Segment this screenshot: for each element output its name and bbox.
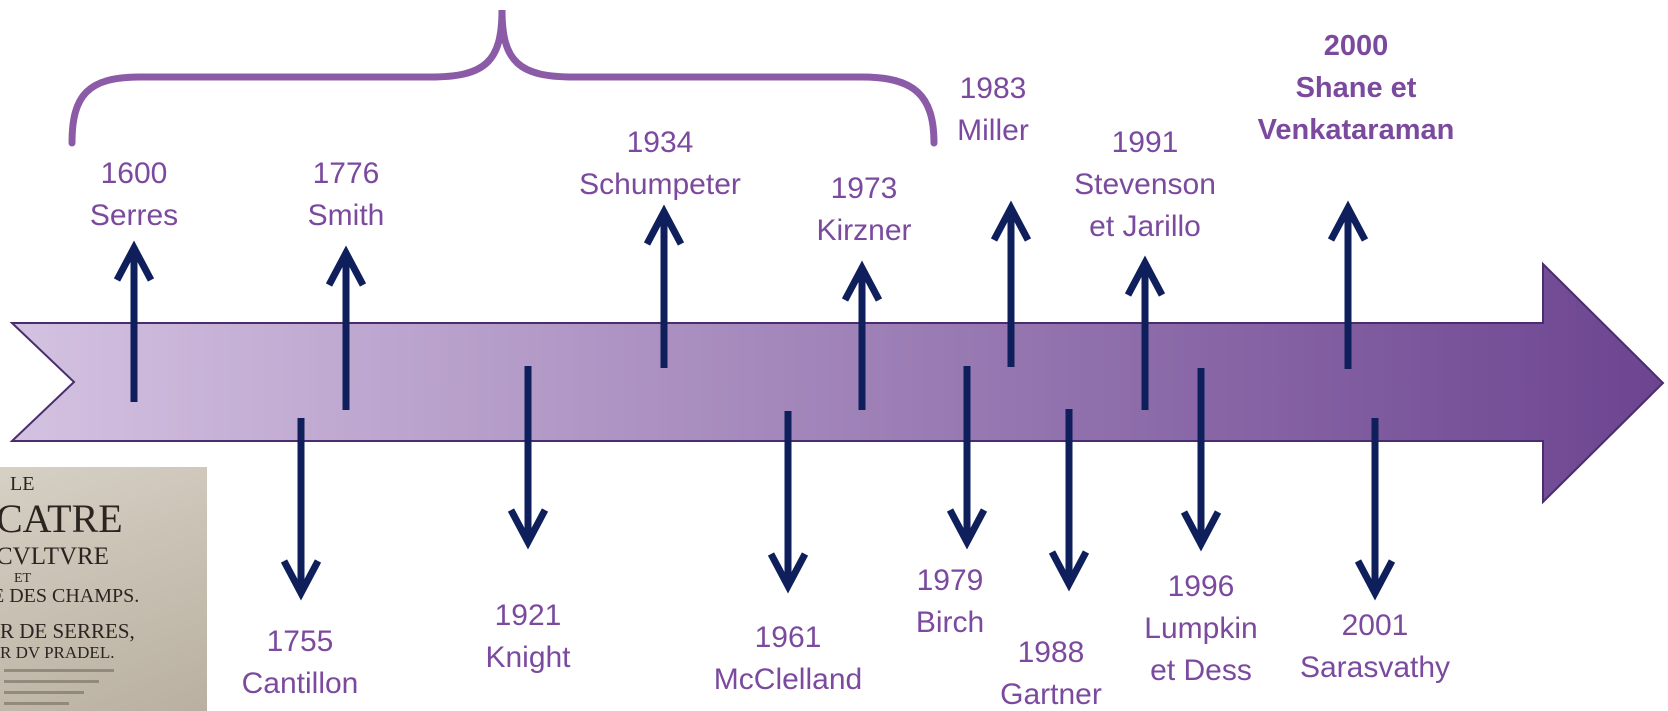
downward-arrows — [280, 366, 1396, 601]
event-1988-label-year: 1988 — [1018, 636, 1085, 669]
timeline-arrow-band — [9, 261, 1665, 505]
event-1983-label-name: Miller — [957, 114, 1029, 147]
event-1983-label-year: 1983 — [960, 72, 1027, 105]
event-1934-label-name: Schumpeter — [579, 168, 741, 201]
event-1991-label-name2: et Jarillo — [1089, 210, 1201, 243]
event-2001-label-name: Sarasvathy — [1300, 651, 1450, 684]
event-2000-label-name: Shane et — [1296, 72, 1417, 104]
book-cover-line: E DES CHAMPS. — [0, 585, 140, 607]
event-1973-label-name: Kirzner — [816, 214, 911, 247]
event-1600-label-year: 1600 — [101, 157, 168, 190]
event-1991-arrow-head — [1124, 255, 1166, 297]
event-2000-label-year: 2000 — [1324, 30, 1389, 62]
event-1934-label-year: 1934 — [627, 126, 694, 159]
event-1991-label-year: 1991 — [1112, 126, 1179, 159]
book-cover-scribble — [4, 702, 69, 705]
upward-arrows — [113, 200, 1369, 410]
event-1755-arrow-head — [280, 559, 322, 601]
event-2001-arrow-head — [1354, 559, 1396, 601]
event-1921-label-name: Knight — [485, 641, 571, 674]
event-1979-label-year: 1979 — [917, 564, 984, 597]
event-2000-label-name2: Venkataraman — [1258, 114, 1455, 146]
book-cover-line: R DV PRADEL. — [0, 643, 115, 662]
event-1996-label-name: Lumpkin — [1144, 612, 1257, 645]
event-1991-label-name: Stevenson — [1074, 168, 1216, 201]
event-1973-arrow-head — [841, 260, 883, 302]
book-cover-line: ET — [14, 571, 32, 586]
book-cover-scribble — [4, 691, 84, 694]
event-2000-arrow-head — [1327, 200, 1369, 242]
event-1755-label-name: Cantillon — [242, 667, 359, 700]
book-cover-line: LE — [10, 473, 35, 495]
book-cover-scribble — [4, 669, 114, 672]
book-cover-line: CATRE — [0, 496, 123, 541]
event-1961-label-name: McClelland — [714, 663, 862, 696]
event-1996-label-name2: et Dess — [1150, 654, 1252, 687]
event-1988-label-name: Gartner — [1000, 678, 1102, 711]
event-1934-arrow-head — [643, 204, 685, 246]
event-1983-arrow-head — [990, 200, 1032, 242]
event-1996-arrow-head — [1180, 510, 1222, 552]
event-1755-label-year: 1755 — [267, 625, 334, 658]
event-1776-label-year: 1776 — [313, 157, 380, 190]
book-cover-line: R DE SERRES, — [0, 619, 135, 643]
event-1973-label-year: 1973 — [831, 172, 898, 205]
event-2001-label-year: 2001 — [1342, 609, 1409, 642]
event-1996-label-year: 1996 — [1168, 570, 1235, 603]
event-1988-arrow-head — [1048, 550, 1090, 592]
book-cover-scribble — [4, 680, 99, 683]
event-1979-arrow-head — [946, 508, 988, 550]
event-1921-arrow-head — [507, 508, 549, 550]
event-1961-label-year: 1961 — [755, 621, 822, 654]
event-1600-arrow-head — [113, 240, 155, 282]
curly-brace — [68, 9, 938, 147]
event-1776-label-name: Smith — [308, 199, 385, 232]
event-1600-label-name: Serres — [90, 199, 178, 232]
event-1979-label-name: Birch — [916, 606, 984, 639]
book-cover-line: CVLTVRE — [0, 543, 109, 570]
event-1961-arrow-head — [767, 552, 809, 594]
event-1776-arrow-head — [325, 245, 367, 287]
event-1921-label-year: 1921 — [495, 599, 562, 632]
